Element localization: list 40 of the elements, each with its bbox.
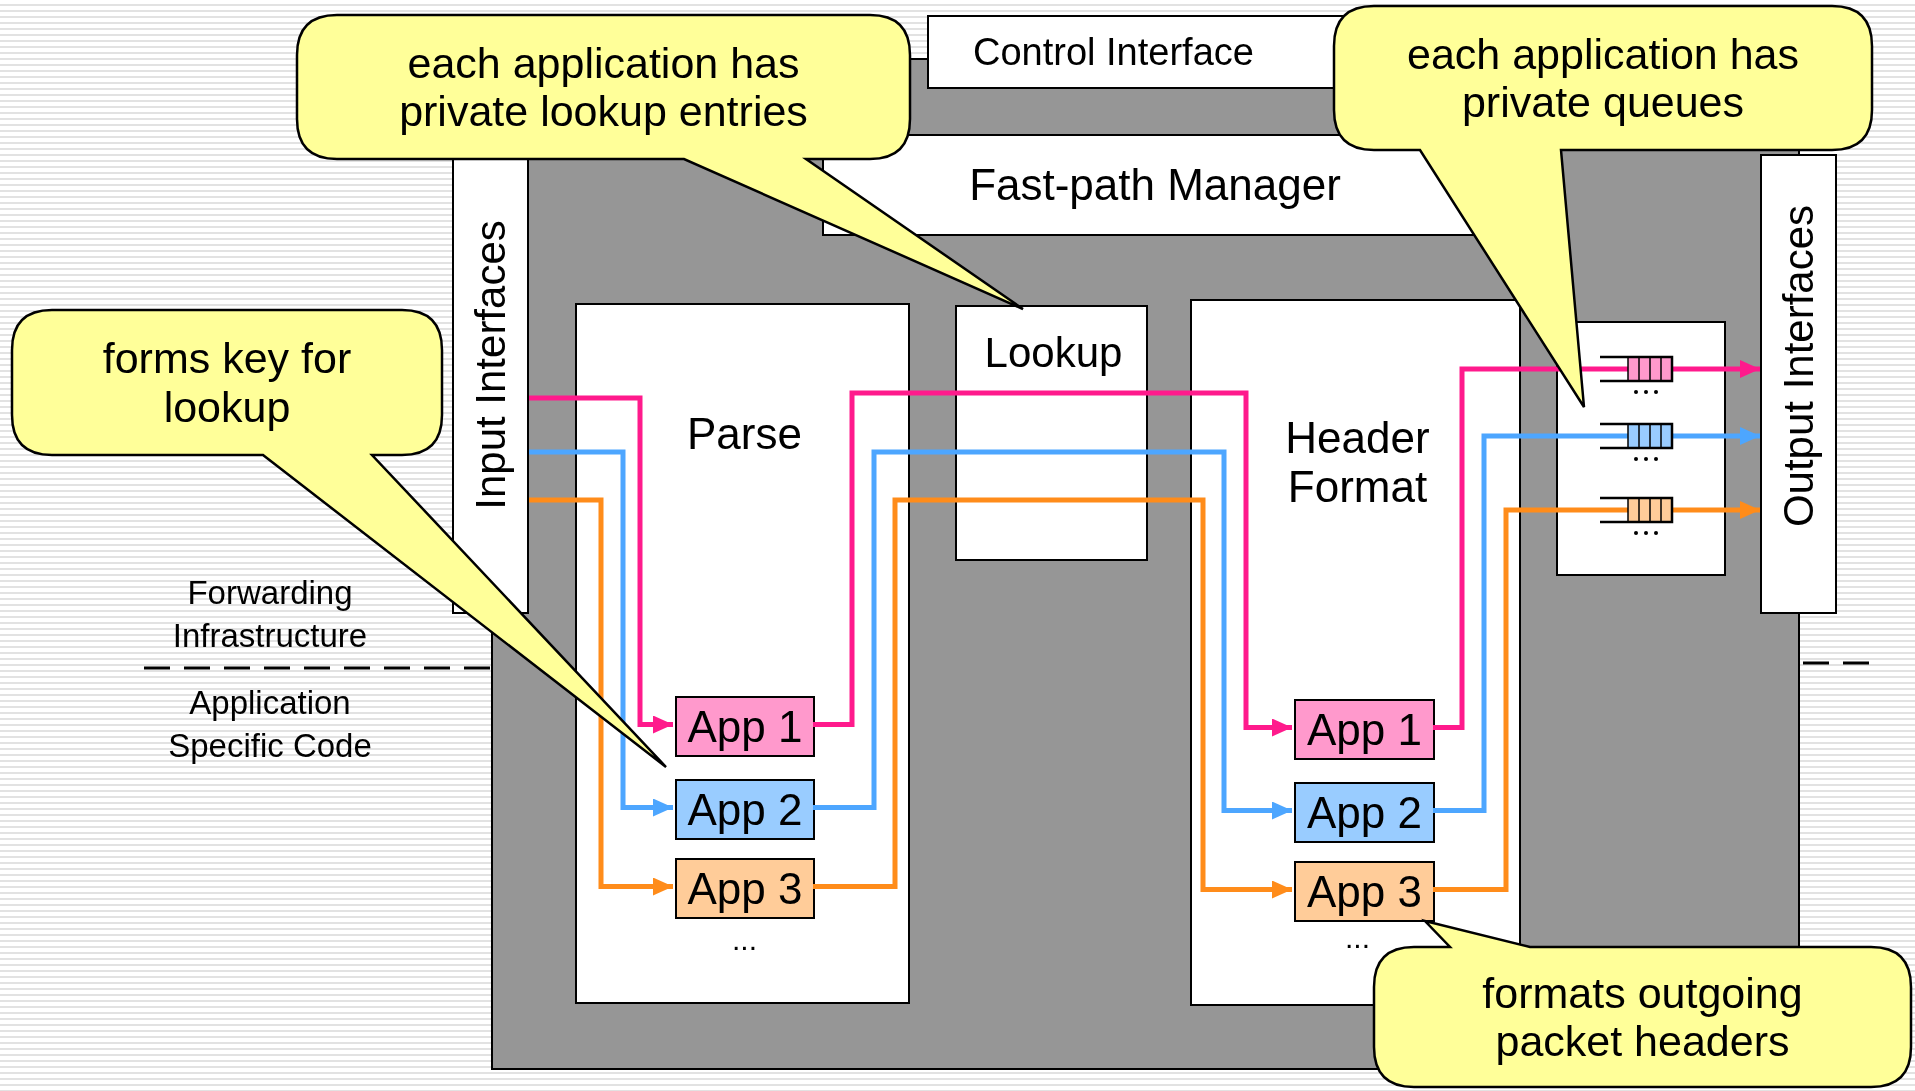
app-box <box>675 858 815 919</box>
layer-label: Application Specific Code <box>167 683 373 766</box>
callout-text: formats outgoing packet headers <box>1481 968 1804 1066</box>
app-label: App 1 <box>687 704 803 749</box>
stage-box <box>575 303 910 1004</box>
app-box <box>1294 861 1435 922</box>
callout-text: forms key for lookup <box>101 334 353 431</box>
flow-arrow <box>1148 497 1292 899</box>
app-box <box>675 779 815 840</box>
flow-arrow <box>529 395 673 734</box>
flow-arrow <box>1148 449 1292 820</box>
app-label: App 3 <box>1307 869 1422 914</box>
flow-arrow <box>1726 360 1760 378</box>
ellipsis-text: ... <box>731 923 758 957</box>
flow-arrow <box>529 497 673 896</box>
box-label: Control Interface <box>973 31 1255 74</box>
layer-label: Forwarding Infrastructure <box>171 573 369 656</box>
app-box <box>1294 782 1435 843</box>
flow-arrow <box>1726 501 1760 519</box>
callout-tooltip <box>1374 921 1911 1087</box>
interface-label: Input Interfaces <box>467 220 514 510</box>
flow-arrow <box>1148 390 1292 737</box>
app-label: App 1 <box>1307 707 1422 752</box>
box-label: Lookup <box>983 329 1124 377</box>
app-box <box>1294 699 1435 760</box>
app-label: App 2 <box>687 787 803 832</box>
box-label: Fast-path Manager <box>968 160 1342 210</box>
box-label: Parse <box>686 409 803 459</box>
callout-text: each application has private queues <box>1405 29 1801 127</box>
flow-arrow <box>529 449 673 817</box>
ellipsis-text: ... <box>1344 921 1371 955</box>
app-label: App 3 <box>687 866 803 911</box>
box-label: Header Format <box>1284 413 1431 512</box>
app-label: App 2 <box>1307 790 1422 835</box>
interface-box <box>1760 154 1837 614</box>
app-box <box>675 696 815 757</box>
callout-text: each application has private lookup entries <box>398 38 809 136</box>
interface-label: Output Interfaces <box>1775 204 1822 527</box>
flow-arrow <box>1726 427 1760 445</box>
component-box <box>955 305 1148 561</box>
